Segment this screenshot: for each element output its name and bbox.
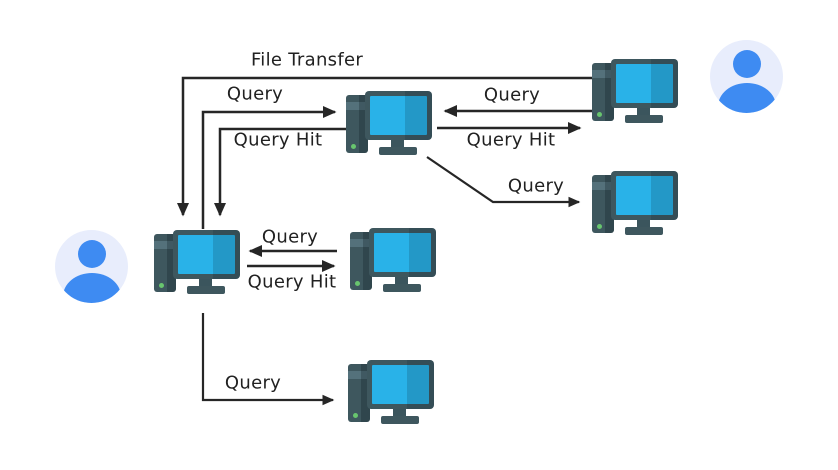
- edge-query-left-to-topcenter: [201, 106, 337, 229]
- power-led-icon: [353, 413, 358, 418]
- edge-label-queryhit-top-pair: Query Hit: [466, 129, 556, 151]
- computer-monitor: [611, 59, 678, 108]
- computer-icon-peer-top-right: [592, 59, 678, 125]
- user-avatar-top-right: [710, 40, 783, 113]
- power-led-icon: [159, 283, 164, 288]
- computer-tower: [592, 175, 614, 233]
- computer-icon-peer-left: [154, 230, 240, 296]
- edge-label-queryhit-mid-pair: Query Hit: [247, 271, 337, 293]
- edge-label-queryhit-left-down: Query Hit: [233, 129, 323, 151]
- edge-label-query-bottom: Query: [224, 372, 282, 394]
- computer-screen: [616, 64, 673, 103]
- edge-label-query-left-up: Query: [226, 83, 284, 105]
- power-led-icon: [351, 144, 356, 149]
- power-led-icon: [597, 112, 602, 117]
- computer-monitor: [365, 91, 432, 140]
- user-avatar-left: [55, 230, 128, 303]
- edge-queryhit-topcenter-to-left: [214, 127, 349, 217]
- edge-file-transfer: [177, 76, 594, 217]
- computer-monitor: [367, 360, 434, 409]
- computer-icon-peer-mid-right: [592, 171, 678, 237]
- edge-label-query-mid-pair: Query: [261, 226, 319, 248]
- power-led-icon: [355, 281, 360, 286]
- computer-monitor: [369, 228, 436, 277]
- computer-icon-peer-bottom: [348, 360, 434, 426]
- computer-icon-peer-mid-center: [350, 228, 436, 294]
- computer-icon-peer-top-center: [346, 91, 432, 157]
- avatar-body-icon: [717, 83, 776, 113]
- power-led-icon: [597, 224, 602, 229]
- computer-tower: [348, 364, 370, 422]
- computer-screen: [178, 235, 235, 274]
- edge-label-query-top-pair: Query: [483, 84, 541, 106]
- computer-screen: [370, 96, 427, 135]
- computer-tower: [154, 234, 176, 292]
- edge-label-file-transfer: File Transfer: [250, 49, 364, 71]
- avatar-body-icon: [62, 273, 121, 303]
- computer-screen: [374, 233, 431, 272]
- computer-tower: [346, 95, 368, 153]
- computer-tower: [592, 63, 614, 121]
- edge-query-topcenter-to-midright: [426, 156, 581, 208]
- edge-query-left-to-bottom: [201, 313, 335, 406]
- avatar-head-icon: [77, 240, 106, 268]
- computer-monitor: [173, 230, 240, 279]
- avatar-head-icon: [732, 50, 761, 78]
- computer-screen: [616, 176, 673, 215]
- computer-monitor: [611, 171, 678, 220]
- computer-screen: [372, 365, 429, 404]
- edge-label-query-diagonal: Query: [507, 175, 565, 197]
- computer-tower: [350, 232, 372, 290]
